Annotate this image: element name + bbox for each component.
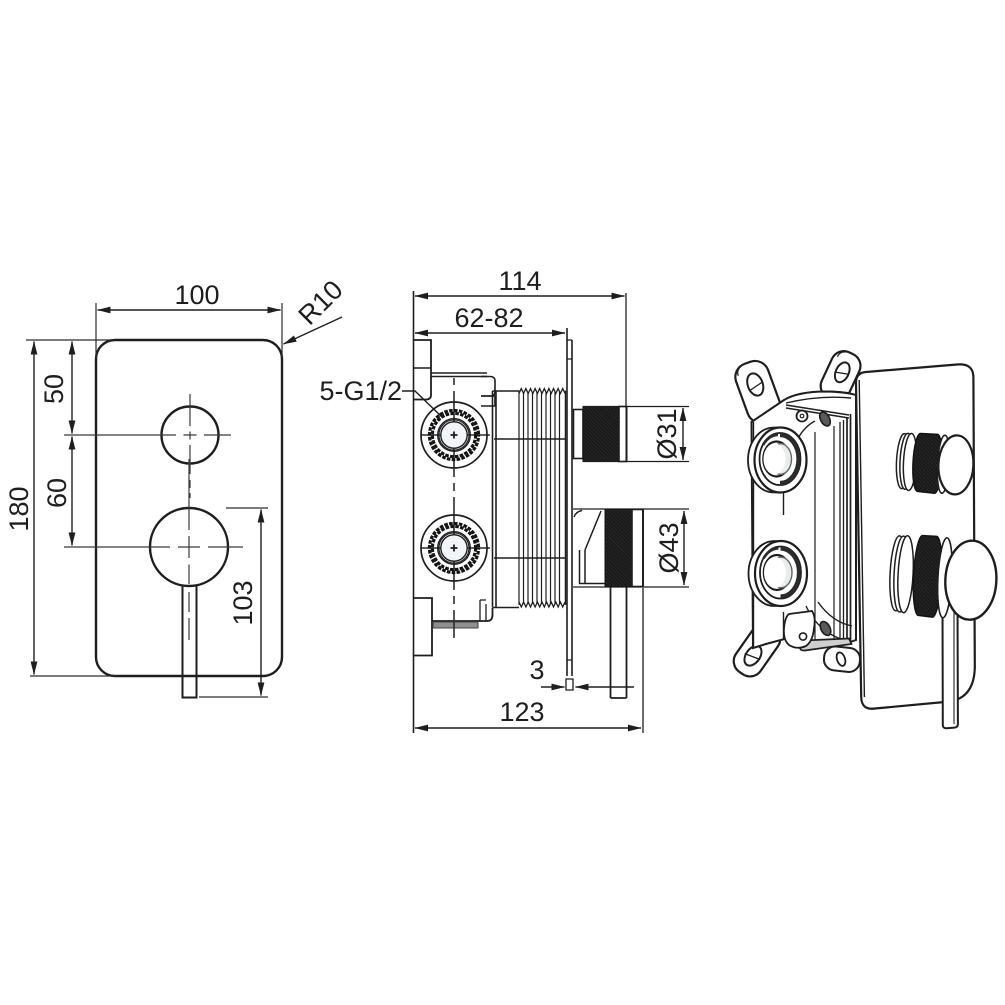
svg-text:R10: R10 xyxy=(293,275,349,331)
svg-text:50: 50 xyxy=(39,374,69,404)
svg-text:103: 103 xyxy=(228,580,258,625)
svg-text:100: 100 xyxy=(174,280,219,310)
svg-text:60: 60 xyxy=(42,478,72,508)
svg-text:123: 123 xyxy=(499,697,544,727)
svg-text:Ø31: Ø31 xyxy=(652,408,682,459)
svg-text:62-82: 62-82 xyxy=(454,303,523,333)
svg-text:5-G1/2: 5-G1/2 xyxy=(319,376,402,406)
svg-text:114: 114 xyxy=(498,266,541,296)
svg-text:180: 180 xyxy=(4,486,34,531)
svg-text:Ø43: Ø43 xyxy=(654,522,684,573)
svg-text:3: 3 xyxy=(529,655,544,685)
